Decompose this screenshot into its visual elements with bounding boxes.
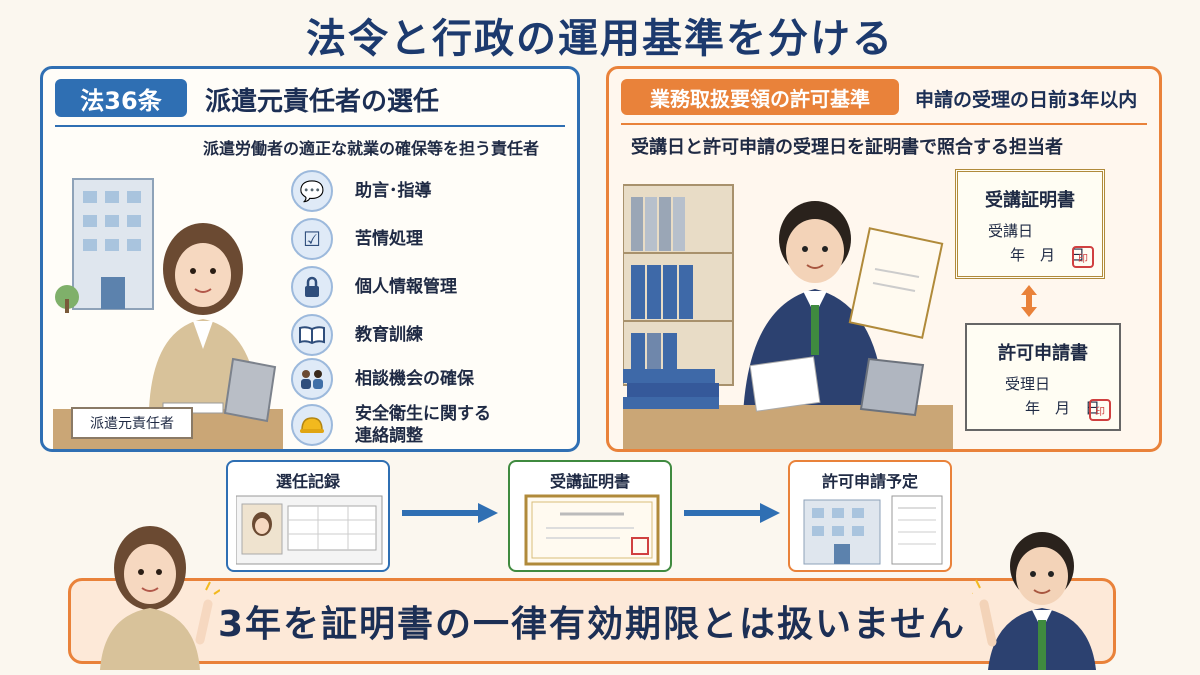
clipboard-icon: ☑ (291, 218, 333, 260)
right-divider (621, 123, 1147, 125)
conclusion-text: 3年を証明書の一律有効期限とは扱いません (218, 604, 966, 645)
book-icon (291, 314, 333, 356)
duty-label: 教育訓練 (355, 325, 423, 345)
flow-step-attendance-certificate: 受講証明書 (508, 460, 672, 572)
lock-icon (291, 266, 333, 308)
seal-icon: 印 (1089, 399, 1111, 421)
page-title: 法令と行政の運用基準を分ける (306, 16, 894, 62)
pointing-man-avatar (972, 532, 1096, 670)
right-panel: 業務取扱要領の許可基準 申請の受理の日前3年以内 受講日と許可申請の受理日を証明… (606, 66, 1162, 452)
held-certificate-icon (848, 227, 944, 339)
conclusion-banner: 3年を証明書の一律有効期限とは扱いません (68, 578, 1116, 664)
pointing-woman-avatar (100, 526, 220, 670)
duty-item: 教育訓練 (291, 313, 423, 357)
flow-step-appointment-record: 選任記録 (226, 460, 390, 572)
left-panel-subtitle: 派遣労働者の適正な就業の確保等を担う責任者 (203, 139, 540, 158)
duty-item: 安全衛生に関する 連絡調整 (291, 403, 491, 447)
left-panel-heading: 派遣元責任者の選任 (205, 87, 440, 117)
double-arrow-icon (1021, 285, 1037, 317)
officer-illustration (623, 184, 953, 449)
duty-item: 相談機会の確保 (291, 357, 474, 401)
duty-item: ☑ 苦情処理 (291, 217, 423, 261)
flow-arrow-icon (402, 503, 498, 523)
duty-label: 相談機会の確保 (355, 369, 474, 389)
permit-standard-badge: 業務取扱要領の許可基準 (621, 79, 899, 115)
record-document-icon (236, 495, 383, 565)
office-building-icon (55, 178, 154, 313)
right-panel-subtitle: 受講日と許可申請の受理日を証明書で照合する担当者 (631, 137, 1063, 158)
left-panel: 法36条 派遣元責任者の選任 派遣労働者の適正な就業の確保等を担う責任者 派遣元… (40, 66, 580, 452)
certificate-icon (524, 494, 660, 566)
right-panel-heading: 申請の受理の日前3年以内 (915, 89, 1138, 111)
left-divider (55, 125, 565, 127)
hardhat-icon (291, 404, 333, 446)
duty-label: 苦情処理 (355, 229, 423, 249)
flow-arrow-icon (684, 503, 780, 523)
duty-label: 安全衛生に関する 連絡調整 (355, 404, 491, 446)
office-worker-illustration (53, 178, 283, 449)
duty-item: 個人情報管理 (291, 265, 457, 309)
building-and-form-icon (803, 495, 943, 565)
duty-item: 💬 助言･指導 (291, 169, 432, 213)
permit-application-form: 許可申請書 受理日 年 月 日 印 (965, 323, 1121, 431)
desk-laptop-files (623, 356, 953, 449)
nameplate: 派遣元責任者 (71, 407, 193, 439)
consultation-icon: 💬 (291, 170, 333, 212)
flow-step-permit-application: 許可申請予定 (788, 460, 952, 572)
meeting-icon (291, 358, 333, 400)
duty-label: 助言･指導 (355, 181, 432, 201)
law-article-badge: 法36条 (55, 79, 187, 117)
duty-label: 個人情報管理 (355, 277, 457, 297)
bookshelf-icon (623, 184, 734, 386)
seal-icon: 印 (1072, 246, 1094, 268)
attendance-certificate: 受講証明書 受講日 年 月 日 印 (955, 169, 1105, 279)
